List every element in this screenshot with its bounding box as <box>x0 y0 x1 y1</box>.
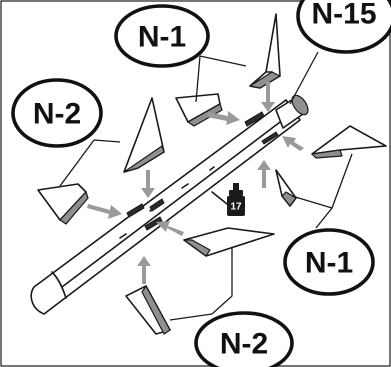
missile-tube <box>30 99 301 315</box>
arrow-left-flat-fin <box>87 204 122 219</box>
callout-top-left-label: N-1 <box>138 21 186 54</box>
assembly-arrows <box>87 82 304 284</box>
slot-mid-top <box>149 198 165 212</box>
callout-top-right: N-15 <box>296 0 391 54</box>
fin-right-flat <box>311 125 387 159</box>
paint-leader <box>211 191 228 205</box>
fin-left-flat <box>37 183 89 225</box>
missile-body <box>30 94 309 315</box>
leader-lines <box>59 51 353 321</box>
callout-left-label: N-2 <box>33 98 81 131</box>
arrow-top-fin <box>261 82 275 112</box>
slot-rear-top <box>244 111 265 127</box>
panel-line <box>61 112 293 288</box>
fin-top <box>249 13 281 89</box>
arrow-upper-fin <box>207 111 240 125</box>
arrow-left-tall-fin <box>141 170 155 198</box>
fin-upper-left <box>175 93 223 127</box>
slot-rear-side <box>261 131 279 145</box>
callout-right-label: N-1 <box>305 247 353 280</box>
nose-seam <box>51 271 67 299</box>
slot-mid-left <box>126 203 145 218</box>
slot-mid-bottom <box>144 216 163 231</box>
paint-number: 17 <box>230 202 242 213</box>
paint-bottle-icon: 17 <box>211 183 245 216</box>
arrow-right-flat-fin <box>282 136 304 151</box>
callout-right: N-1 <box>283 228 375 296</box>
callout-bottom: N-2 <box>194 311 294 367</box>
fin-left-tall <box>123 97 165 173</box>
fin-bottom-small <box>125 285 171 335</box>
callout-bottom-label: N-2 <box>220 328 268 361</box>
callout-top-left: N-1 <box>114 4 210 68</box>
arrow-bottom-small-fin <box>137 256 151 284</box>
arrow-right-small-fin <box>257 160 271 188</box>
fin-bottom-flat <box>183 227 275 257</box>
arrow-bottom-flat-fin <box>156 221 184 236</box>
fin-right-small <box>275 169 297 207</box>
callout-top-right-label: N-15 <box>311 0 376 31</box>
fin-slots <box>126 111 279 231</box>
callout-left: N-2 <box>11 78 103 148</box>
